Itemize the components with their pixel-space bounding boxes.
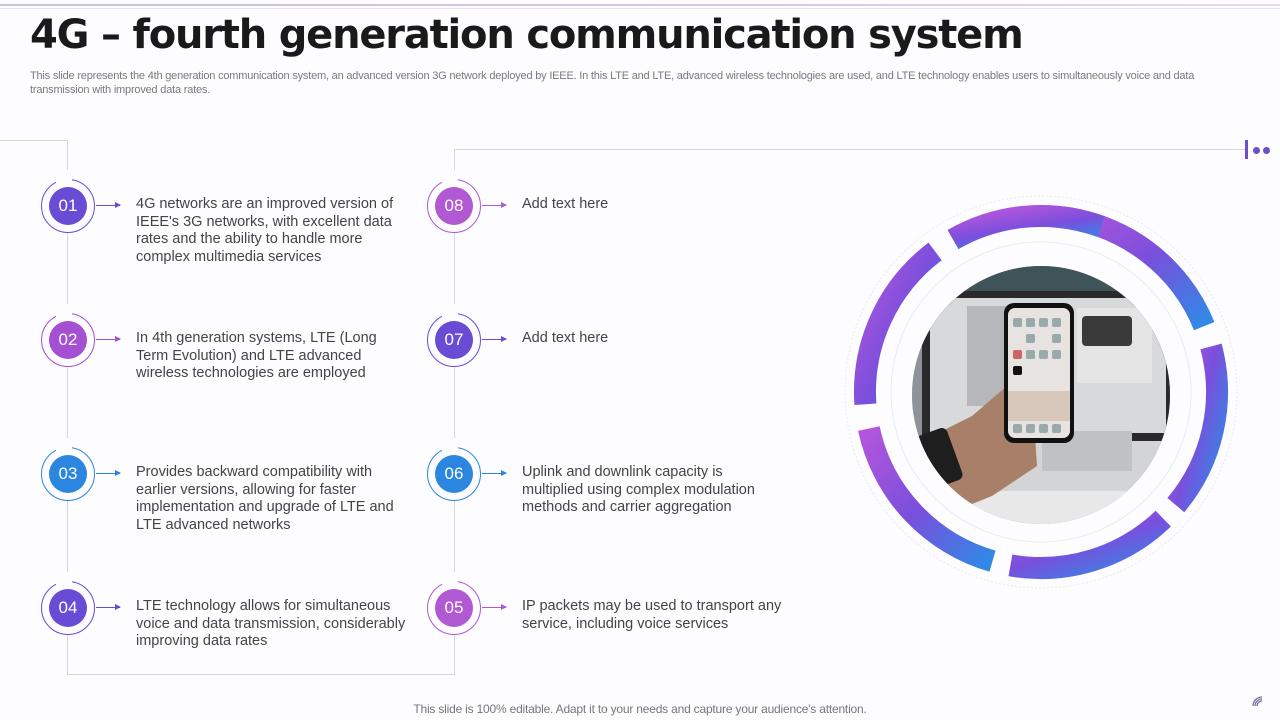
step-number-badge: 03 xyxy=(49,455,87,493)
arrow-right-icon xyxy=(96,336,121,342)
left-frame-line xyxy=(0,140,68,675)
step-text: IP packets may be used to transport any … xyxy=(522,598,782,632)
step-text: 4G networks are an improved version of I… xyxy=(136,196,394,265)
step-number-badge: 06 xyxy=(435,455,473,493)
top-frame-line xyxy=(454,149,1246,150)
page-subtitle: This slide represents the 4th generation… xyxy=(30,70,1195,96)
step-number-badge: 05 xyxy=(435,589,473,627)
step-number-badge: 08 xyxy=(435,187,473,225)
bottom-frame-line xyxy=(68,674,455,675)
middle-frame-line xyxy=(454,149,455,675)
step-number-badge: 07 xyxy=(435,321,473,359)
arrow-right-icon xyxy=(482,470,507,476)
top-border-line-secondary xyxy=(0,8,1280,9)
step-text: LTE technology allows for simultaneous v… xyxy=(136,598,406,649)
top-border-line xyxy=(0,4,1280,6)
step-text: In 4th generation systems, LTE (Long Ter… xyxy=(136,330,377,381)
arrow-right-icon xyxy=(96,604,121,610)
step-text: Provides backward compatibility with ear… xyxy=(136,464,394,533)
decorative-dot xyxy=(1263,147,1270,154)
footer-note: This slide is 100% editable. Adapt it to… xyxy=(413,702,867,716)
step-text: Add text here xyxy=(522,196,609,212)
signal-logo-icon xyxy=(1250,694,1264,708)
segmented-ring-graphic xyxy=(842,193,1240,591)
phone-photo xyxy=(912,266,1170,524)
arrow-right-icon xyxy=(96,470,121,476)
arrow-right-icon xyxy=(482,202,507,208)
step-number-badge: 02 xyxy=(49,321,87,359)
arrow-right-icon xyxy=(96,202,121,208)
step-number-badge: 01 xyxy=(49,187,87,225)
decorative-bar xyxy=(1245,140,1248,159)
decorative-dot xyxy=(1253,147,1260,154)
step-text: Add text here xyxy=(522,330,609,346)
step-number-badge: 04 xyxy=(49,589,87,627)
step-text: Uplink and downlink capacity is multipli… xyxy=(522,464,755,515)
arrow-right-icon xyxy=(482,336,507,342)
arrow-right-icon xyxy=(482,604,507,610)
page-title: 4G – fourth generation communication sys… xyxy=(30,12,1024,58)
